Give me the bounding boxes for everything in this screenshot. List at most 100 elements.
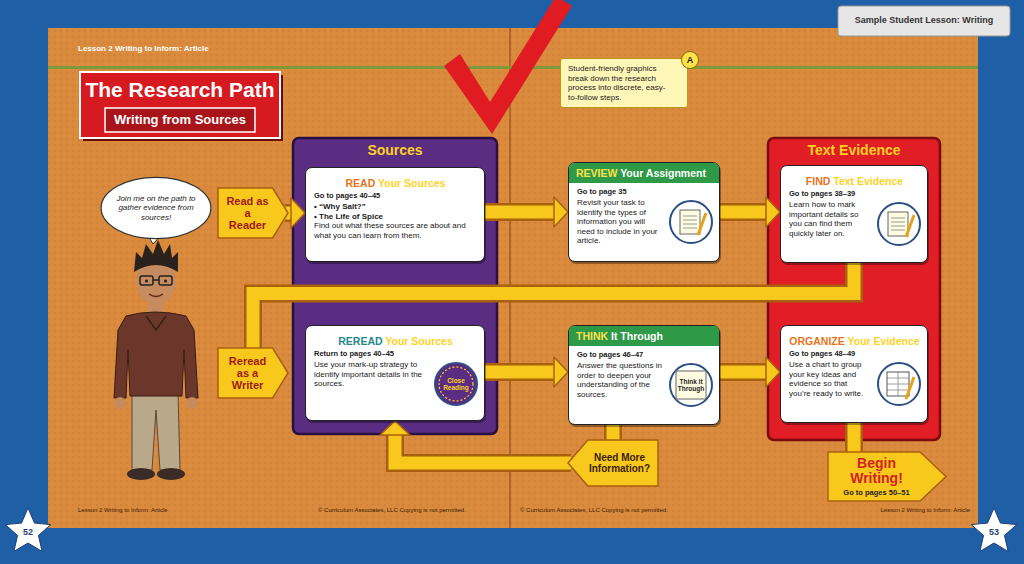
band-outline [485,363,556,381]
body-text: • “Why Salt?” [314,202,477,212]
band-outline [485,203,556,221]
step-box: REVIEW Your AssignmentGo to page 35Revis… [568,162,720,262]
body-text: • The Life of Spice [314,212,477,222]
path-connector [485,197,568,227]
path-connector [485,357,568,387]
page-reference: Go to page 35 [577,187,712,196]
path-connector [854,423,855,455]
student-figure [114,240,198,480]
page-label: A [681,51,699,69]
eye [145,280,148,283]
step-icon [876,361,922,407]
band-outline [845,423,863,455]
step-box: ORGANIZE Your EvidenceGo to pages 48–49U… [780,325,928,423]
glasses-bridge [153,279,159,281]
page-reference: Go to pages 46–47 [577,350,712,359]
path-connector [720,197,780,227]
collar [146,316,166,330]
page-reference: Go to pages 38–39 [789,189,920,198]
panel-heading: Sources [293,138,497,158]
arrow-outline [218,188,288,238]
heading-keyword: FIND [806,175,831,187]
page-reference: Return to pages 40–45 [314,349,477,358]
notepad-line [891,230,905,231]
notepad-line [683,220,697,221]
band-fill [720,206,768,219]
pencil [906,377,914,399]
notepad-line [683,228,697,229]
group-panel: FIND Text EvidenceGo to pages 38–39Learn… [768,138,940,440]
pants [132,392,180,470]
arrow-head [554,357,568,387]
box-heading: FIND Text Evidence [789,171,920,187]
node-text: Need More Information? [588,452,651,474]
notepad-line [891,218,905,219]
arrow-outline [828,452,946,501]
notepad-line [683,216,697,217]
arrow-outline [568,440,658,486]
page-label: Sample Student Lesson: Writing [838,15,1010,25]
page-star [5,508,51,551]
hand [114,397,126,409]
band-fill [720,366,768,379]
page-reference: Go to pages 48–49 [789,349,920,358]
path-connector [720,357,780,387]
page-label: Writing from Sources [105,112,255,127]
chart-line [898,372,899,396]
path-connector [380,421,571,463]
arrow-head [766,357,780,387]
path-arrow-box: Begin Writing! Go to pages 50–51 [828,452,946,501]
page-label: Lesson 2 Writing to Inform: Article [78,507,278,513]
page-label: Lesson 2 Writing to Inform: Article [78,44,378,53]
band-outline [253,263,854,351]
band-outline [720,203,768,221]
heading-rest: Your Sources [383,335,453,347]
shoe [127,468,155,480]
arrow-head [554,197,568,227]
page-label: © Curriculum Associates, LLC Copying is … [318,507,508,513]
node-text: Begin Writing! [835,456,918,487]
bubble-outline [101,177,211,238]
hair [134,240,178,272]
page-reference: Go to pages 40–45 [314,191,477,200]
notepad-line [891,222,905,223]
node-text: Read as a Reader [225,195,270,231]
step-icon [876,201,922,247]
icon-label: Think it Through [671,378,711,392]
heading-rest: Your Sources [375,177,445,189]
arrow-outline [218,348,288,398]
eye [164,280,167,283]
step-box: READ Your SourcesGo to pages 40–45• “Why… [305,167,485,262]
icon-label: Close Reading [436,377,476,391]
notepad-line [891,226,905,227]
lesson-tab [838,6,1010,36]
node-text: Reread as a Writer [225,355,270,391]
glasses [140,276,153,285]
heading-keyword: THINK [576,330,608,342]
node-text: Go to pages 50–51 [835,489,918,497]
arrow-head [291,198,305,228]
page-number: 53 [979,527,1009,537]
chart-grid [887,372,909,396]
page-star [971,508,1017,551]
pencil [698,213,706,235]
icon-ring [435,363,477,405]
icon-ring [670,364,712,406]
body-text: Find out what these sources are about an… [314,221,477,240]
check-mark [444,0,572,134]
band-fill [485,366,556,379]
icon-ring [878,203,920,245]
path-arrow-box: Read as a Reader [218,188,288,238]
heading-rest: Your Assignment [617,167,706,179]
heading-keyword: ORGANIZE [789,335,844,347]
title-box [80,72,280,138]
step-box: FIND Text EvidenceGo to pages 38–39Learn… [780,165,928,263]
notepad-line [683,224,697,225]
arrow-head [380,421,410,435]
icon-ring [878,363,920,405]
shoe [157,468,185,480]
band-fill [848,423,861,455]
box-heading: REREAD Your Sources [314,331,477,347]
heading-rest: It Through [608,330,663,342]
